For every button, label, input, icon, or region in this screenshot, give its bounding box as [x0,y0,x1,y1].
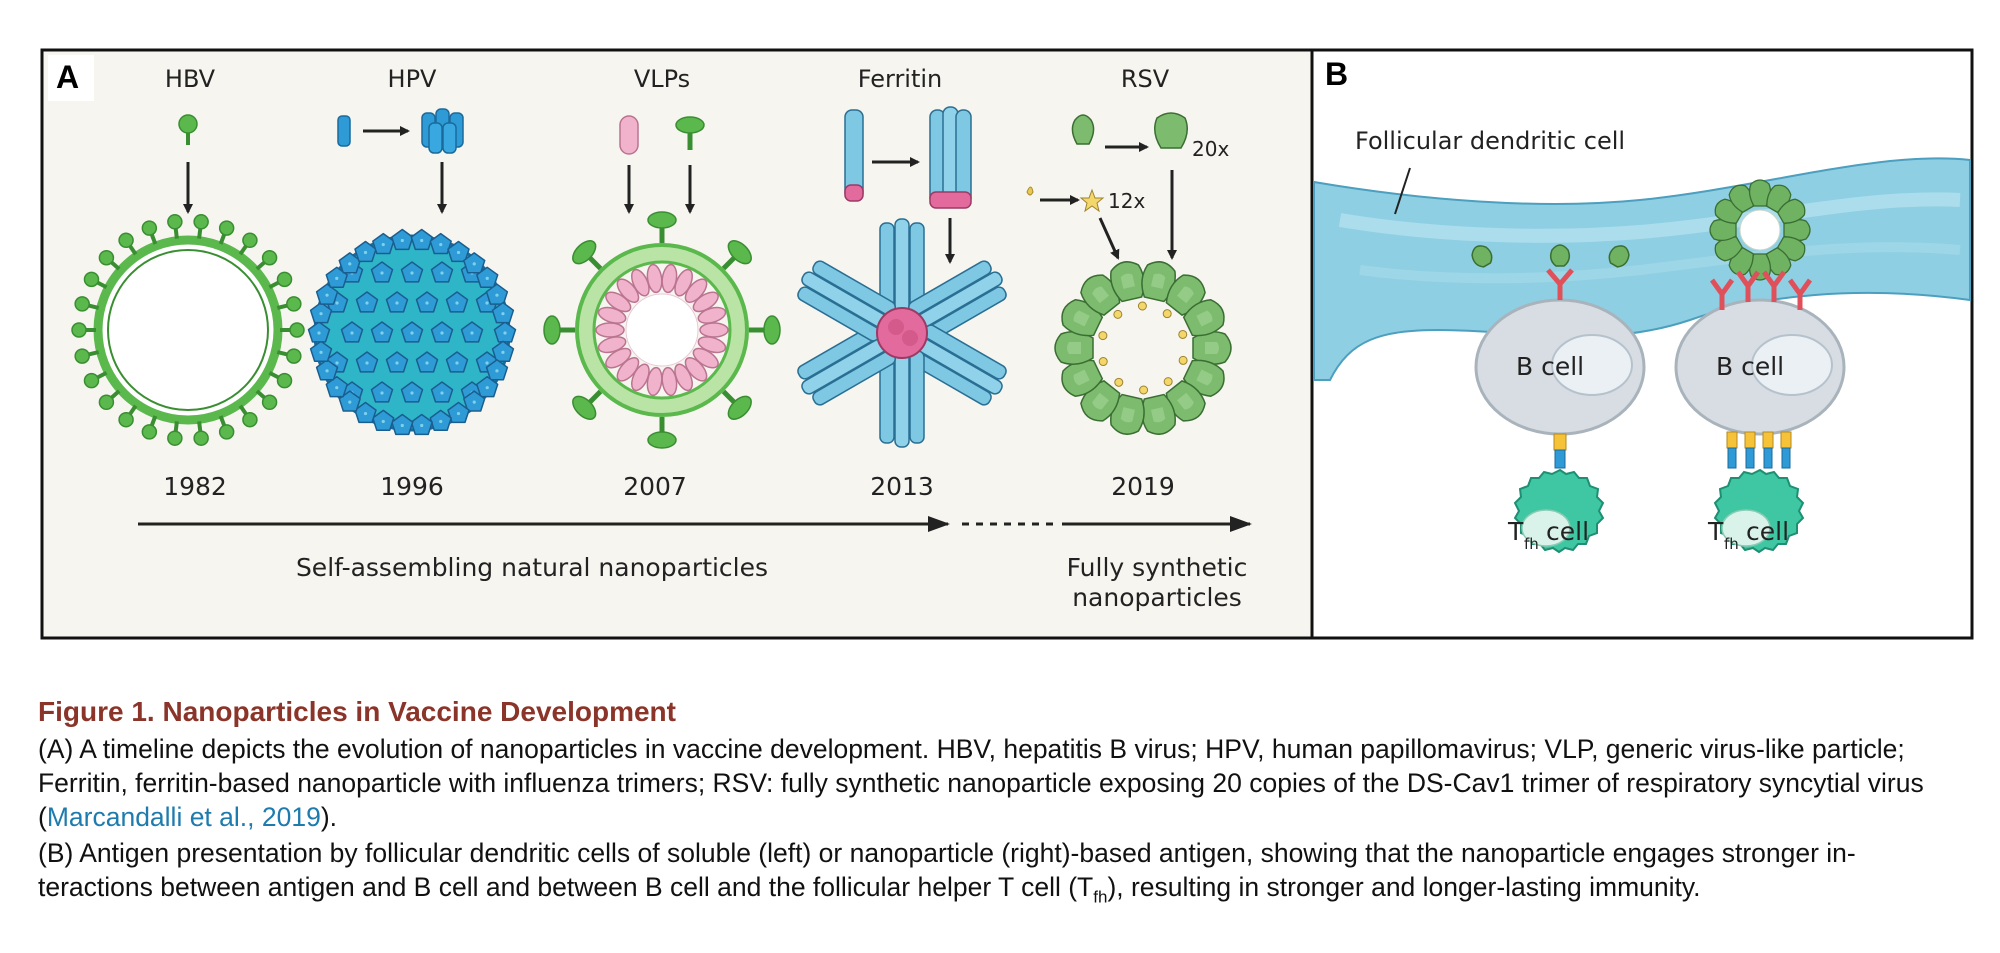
caption-b-line1: (B) Antigen presentation by follicular d… [38,838,1856,868]
caption-a-line2: Ferritin, ferritin-based nanoparticle wi… [38,768,1924,798]
label-hpv: HPV [388,65,438,93]
year-2013: 2013 [870,472,934,501]
panel-b-label: B [1325,56,1348,92]
multiplier-12x: 12x [1108,189,1145,213]
caption-a-open-paren: ( [38,802,47,832]
label-vlps: VLPs [634,65,690,93]
natural-nanoparticles-label: Self-assembling natural nanoparticles [296,553,768,582]
panel-b-illustration: Follicular dendritic cell B cell T fh ce… [1313,127,1971,554]
caption-a-line3: (Marcandalli et al., 2019). [38,800,1978,834]
t-cell-left-word: cell [1546,517,1589,546]
label-rsv: RSV [1121,65,1170,93]
hbv-illustration [71,114,305,446]
t-cell-left-T: T [1507,517,1524,546]
b-cell-right-label: B cell [1716,352,1784,381]
caption-b-text-pre: teractions between antigen and B cell an… [38,872,1094,902]
panel-b-frame [1310,48,1974,640]
panel-a-label-bg [48,55,94,101]
year-1982: 1982 [163,472,227,501]
fdc-label: Follicular dendritic cell [1355,127,1625,155]
t-cell-right-word: cell [1746,517,1789,546]
year-2019: 2019 [1111,472,1175,501]
year-1996: 1996 [380,472,444,501]
label-hbv: HBV [165,65,216,93]
caption-title: Figure 1. Nanoparticles in Vaccine Devel… [38,696,676,727]
caption-b-text-post: ), resulting in stronger and longer-last… [1107,872,1701,902]
multiplier-20x: 20x [1192,137,1229,161]
caption-b-line2: teractions between antigen and B cell an… [38,870,1978,914]
t-cell-right-T: T [1707,517,1724,546]
rsv-illustration: 20x 12x [1026,112,1232,435]
caption-a-close-paren: ). [320,802,338,832]
synthetic-label-line2: nanoparticles [1072,583,1242,612]
caption-b-subscript: fh [1093,887,1108,907]
caption-a-line1: (A) A timeline depicts the evolution of … [38,734,1905,764]
panel-a-label: A [56,59,79,95]
vlp-illustration [543,115,781,449]
hpv-illustration [307,108,517,436]
figure-panels: A B HBV HPV VLPs Ferritin RSV 1982 1996 … [40,48,1974,640]
label-ferritin: Ferritin [858,65,943,93]
synthetic-label-line1: Fully synthetic [1067,553,1248,582]
ferritin-illustration [797,106,1007,448]
t-cell-left-sub: fh [1524,535,1539,553]
year-2007: 2007 [623,472,687,501]
fdc-pointer-line [1394,167,1411,215]
t-cell-right-sub: fh [1724,535,1739,553]
b-cell-left-label: B cell [1516,352,1584,381]
citation-link[interactable]: Marcandalli et al., 2019 [46,802,321,832]
